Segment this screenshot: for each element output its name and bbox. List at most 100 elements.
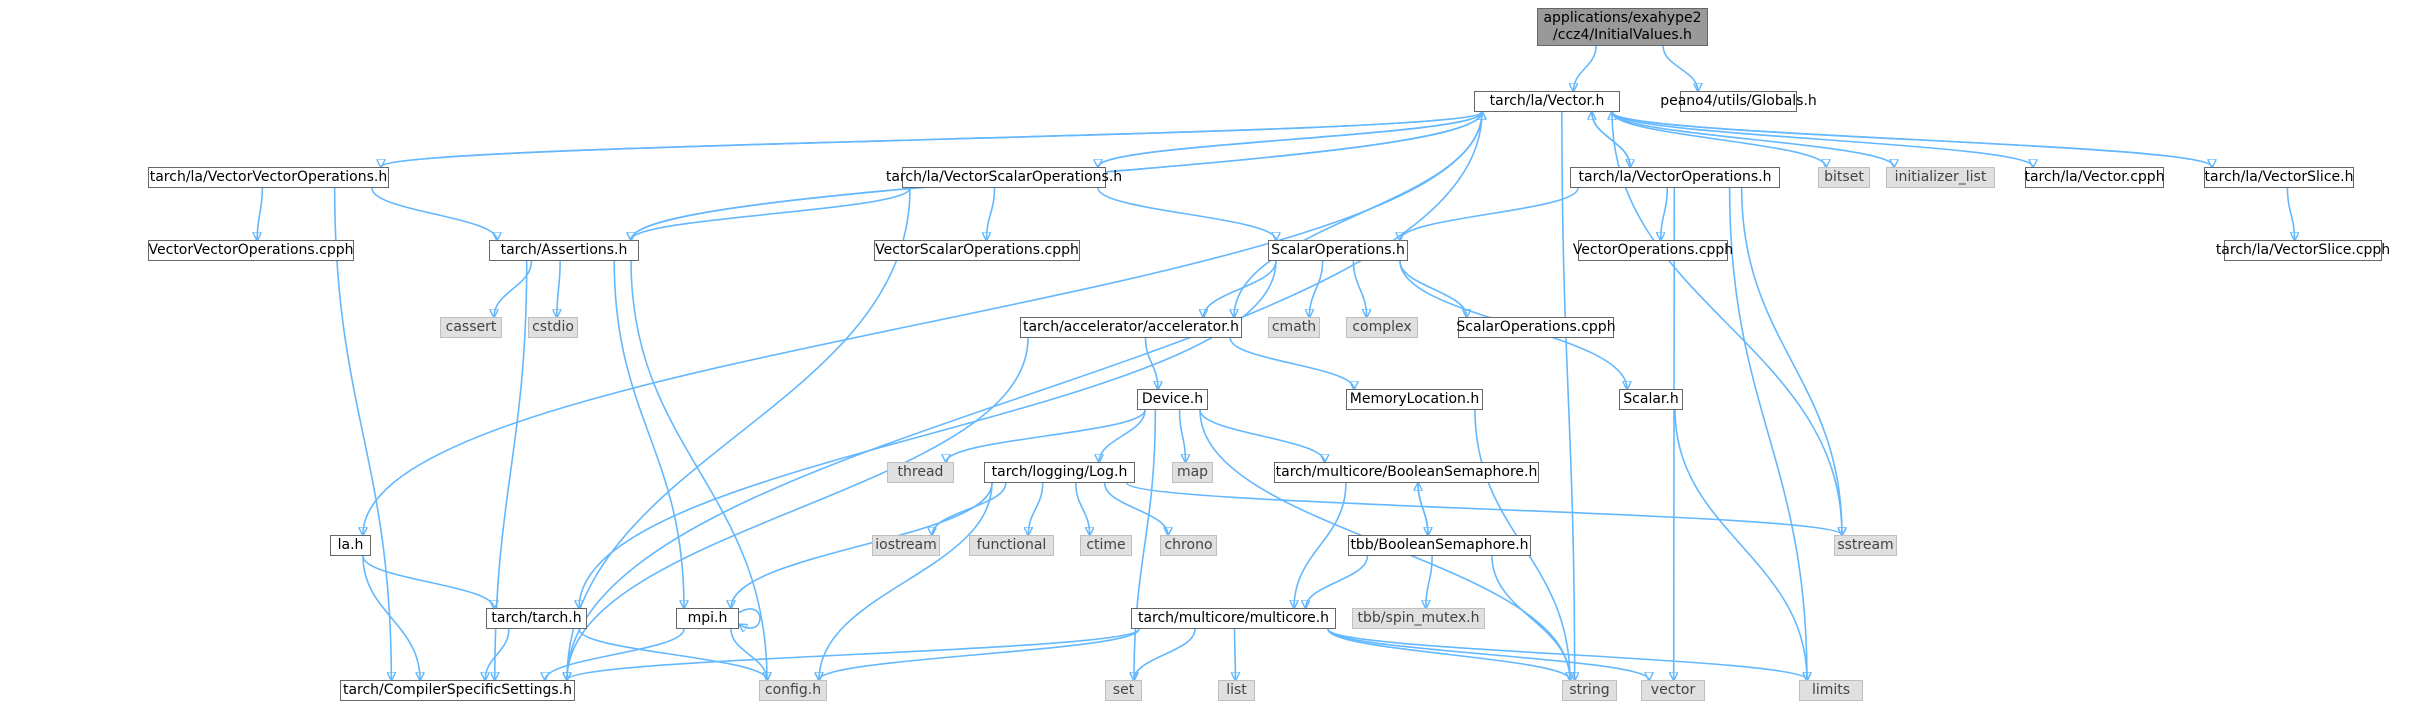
edge-vso-to-vsocpph — [986, 187, 996, 240]
node-string: string — [1562, 680, 1617, 701]
edge-vvo-to-asserts — [371, 187, 497, 240]
edge-vslice-to-vslicecpph — [2286, 187, 2294, 240]
edge-vector-to-css — [567, 111, 1483, 680]
edge-multicore-to-vectorstd — [1327, 628, 1649, 680]
node-accel[interactable]: tarch/accelerator/accelerator.h — [1020, 317, 1242, 338]
edge-multicore-to-css — [567, 628, 1140, 680]
edge-scalops-to-complex — [1352, 260, 1366, 317]
node-vocpph[interactable]: VectorOperations.cpph — [1573, 240, 1733, 261]
edge-vo-to-sstream — [1740, 187, 1842, 535]
node-vsocpph[interactable]: VectorScalarOperations.cpph — [874, 240, 1080, 261]
edge-asserts-to-cstdio — [557, 260, 560, 317]
node-config: config.h — [759, 680, 827, 701]
edge-log-to-ctime — [1074, 482, 1090, 535]
edge-mpih-to-mpih — [739, 608, 761, 628]
node-vvocpph[interactable]: VectorVectorOperations.cpph — [148, 240, 354, 261]
edge-log-to-functional — [1028, 482, 1044, 535]
edge-asserts-to-mpih — [613, 260, 684, 608]
node-globals[interactable]: peano4/utils/Globals.h — [1660, 91, 1817, 112]
node-ctime: ctime — [1080, 535, 1132, 556]
edge-multicore-to-limits — [1327, 628, 1807, 680]
edge-vso-to-css — [567, 187, 911, 680]
edge-tbbbool-to-tbbspin — [1426, 555, 1433, 608]
edge-tarchh-to-config — [578, 628, 767, 680]
node-vso[interactable]: tarch/la/VectorScalarOperations.h — [886, 167, 1122, 188]
edge-vso-to-asserts — [631, 187, 911, 240]
edge-vvo-to-vector — [380, 112, 1482, 168]
edge-multicore-to-set — [1134, 628, 1196, 680]
edge-lah-to-css — [362, 555, 420, 680]
node-scalar[interactable]: Scalar.h — [1619, 389, 1683, 410]
edge-vso-to-vector — [1097, 112, 1482, 168]
edge-multicore-to-string — [1327, 628, 1570, 680]
node-memloc[interactable]: MemoryLocation.h — [1346, 389, 1483, 410]
node-vslice[interactable]: tarch/la/VectorSlice.h — [2204, 167, 2354, 188]
edge-device-to-boolsem — [1199, 409, 1325, 462]
edge-vector-to-initlist — [1611, 111, 1894, 167]
edge-multicore-to-config — [819, 628, 1140, 680]
edge-tarchh-to-css — [485, 628, 510, 680]
edge-device-to-set — [1134, 409, 1157, 680]
node-tbbspin: tbb/spin_mutex.h — [1352, 608, 1485, 629]
edge-tbbbool-to-multicore — [1306, 555, 1369, 608]
node-vo[interactable]: tarch/la/VectorOperations.h — [1570, 167, 1780, 188]
edge-tbbbool-to-boolsem — [1418, 483, 1429, 536]
edge-vslice-to-vector — [1612, 112, 2213, 168]
edge-scalops-to-cmath — [1309, 260, 1324, 317]
node-scalopscpph[interactable]: ScalarOperations.cpph — [1456, 317, 1616, 338]
edge-scalar-to-limits — [1674, 409, 1807, 680]
node-mpih[interactable]: mpi.h — [676, 608, 739, 629]
node-cassert: cassert — [440, 317, 502, 338]
edge-vector-to-string — [1561, 111, 1575, 680]
node-limits: limits — [1799, 680, 1863, 701]
edge-vso-to-scalops — [1097, 187, 1276, 240]
node-thread: thread — [887, 462, 954, 483]
node-scalops[interactable]: ScalarOperations.h — [1268, 240, 1408, 261]
node-asserts[interactable]: tarch/Assertions.h — [489, 240, 639, 261]
node-complex: complex — [1346, 317, 1418, 338]
edge-asserts-to-config — [630, 260, 767, 680]
edge-initval-to-vector — [1573, 45, 1597, 91]
node-tbbbool[interactable]: tbb/BooleanSemaphore.h — [1348, 535, 1531, 556]
edge-accel-to-memloc — [1229, 337, 1354, 389]
edge-vector-to-veccpph — [1611, 111, 2033, 167]
edge-vector-to-lah — [363, 111, 1483, 535]
edge-accel-to-css — [567, 337, 1029, 680]
node-css[interactable]: tarch/CompilerSpecificSettings.h — [340, 680, 575, 701]
edge-device-to-thread — [946, 409, 1146, 462]
edge-multicore-to-list — [1235, 628, 1236, 680]
edge-vvo-to-vvocpph — [257, 187, 264, 240]
node-functional: functional — [969, 535, 1054, 556]
edge-log-to-iostream — [932, 482, 1007, 535]
edge-vo-to-scalops — [1400, 187, 1579, 240]
edge-vo-to-vectorstd — [1674, 187, 1675, 680]
node-bitset: bitset — [1818, 167, 1870, 188]
node-veccpph[interactable]: tarch/la/Vector.cpph — [2024, 167, 2165, 188]
edge-vvo-to-css — [333, 187, 392, 680]
node-multicore[interactable]: tarch/multicore/multicore.h — [1131, 608, 1336, 629]
node-cmath: cmath — [1268, 317, 1320, 338]
edge-scalops-to-accel — [1203, 260, 1277, 317]
node-vector[interactable]: tarch/la/Vector.h — [1474, 91, 1620, 112]
node-chrono: chrono — [1160, 535, 1217, 556]
node-lah[interactable]: la.h — [330, 535, 371, 556]
node-initval[interactable]: applications/exahype2 /ccz4/InitialValue… — [1537, 8, 1708, 46]
edge-scalops-to-scalopscpph — [1399, 260, 1467, 317]
edge-device-to-log — [1099, 409, 1146, 462]
node-vvo[interactable]: tarch/la/VectorVectorOperations.h — [148, 167, 389, 188]
node-cstdio: cstdio — [528, 317, 578, 338]
edge-log-to-sstream — [1126, 482, 1842, 535]
node-tarchh[interactable]: tarch/tarch.h — [486, 608, 587, 629]
node-initlist: initializer_list — [1886, 167, 1995, 188]
node-device[interactable]: Device.h — [1137, 389, 1208, 410]
node-boolsem[interactable]: tarch/multicore/BooleanSemaphore.h — [1274, 462, 1539, 483]
edge-device-to-map — [1178, 409, 1186, 462]
edge-log-to-mpih — [731, 482, 993, 608]
node-log[interactable]: tarch/logging/Log.h — [984, 462, 1135, 483]
node-list: list — [1218, 680, 1255, 701]
node-vslicecpph[interactable]: tarch/la/VectorSlice.cpph — [2216, 240, 2390, 261]
edge-accel-to-device — [1144, 337, 1158, 389]
edge-log-to-chrono — [1103, 482, 1168, 535]
node-vectorstd: vector — [1641, 680, 1705, 701]
